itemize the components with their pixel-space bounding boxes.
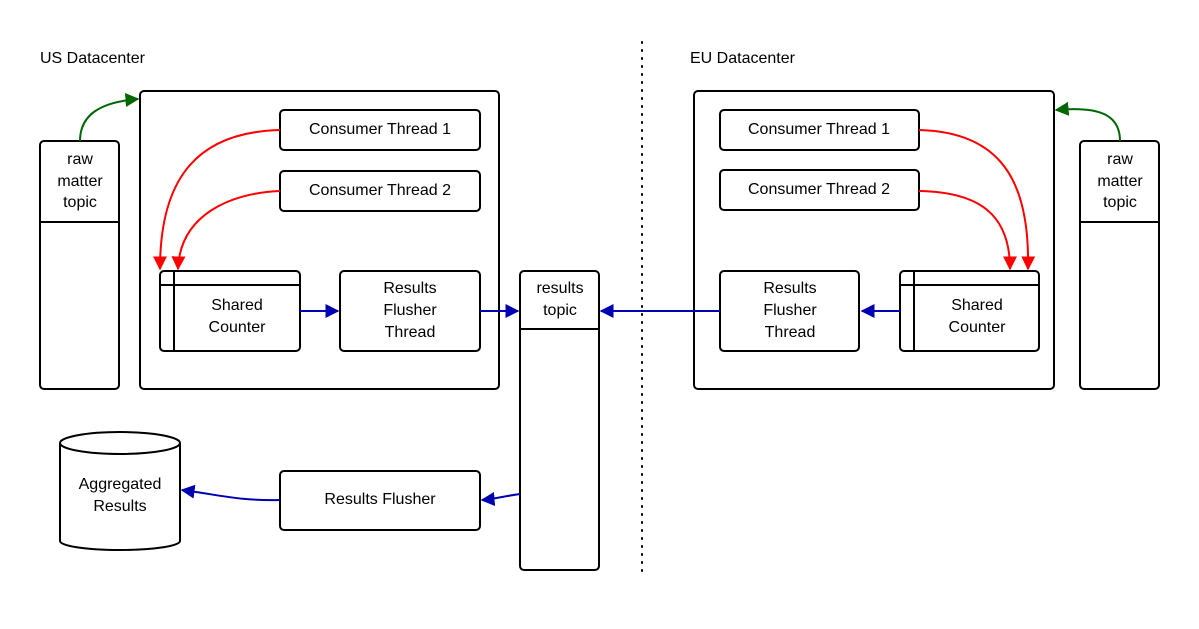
us-consumer-thread-2-label: Consumer Thread 2 [309,182,451,199]
eu-raw-matter-topic: raw matter topic [1079,140,1160,390]
eu-raw-topic-label-1: raw [1107,151,1133,168]
eu-ingest-arrow [1054,101,1121,142]
us-raw-topic-label-2: matter [57,173,103,190]
results-flusher: Results Flusher [279,470,481,531]
aggregated-results-label-1: Aggregated [79,476,162,493]
us-flusher-thread-label-1: Results [383,280,436,297]
aggregated-results-database: Aggregated Results [59,431,181,551]
eu-raw-topic-label-2: matter [1097,173,1143,190]
eu-consumer-thread-2-label: Consumer Thread 2 [748,181,890,198]
eu-shared-counter-label-1: Shared [951,297,1003,314]
us-consumer-1-arrow [153,129,281,271]
results-topic: results topic [519,270,600,571]
us-datacenter-title: US Datacenter [40,50,146,67]
eu-raw-topic-label-3: topic [1103,194,1137,211]
eu-shared-counter: Shared Counter [899,270,1040,352]
us-shared-counter-label-2: Counter [209,319,267,336]
eu-shared-counter-label-2: Counter [949,319,1007,336]
us-consumer-thread-1-label: Consumer Thread 1 [309,121,451,138]
us-consumer-2-arrow [171,190,281,271]
eu-consumer-thread-2: Consumer Thread 2 [719,169,920,211]
eu-consumer-thread-1-label: Consumer Thread 1 [748,121,890,138]
us-raw-topic-label-1: raw [67,151,93,168]
results-flusher-label: Results Flusher [324,491,436,508]
us-results-flusher-thread: Results Flusher Thread [339,270,481,352]
us-flusher-thread-label-3: Thread [385,324,436,341]
us-ingest-arrow [79,93,140,142]
us-flusher-thread-label-2: Flusher [383,302,437,319]
eu-consumer-2-arrow [918,190,1017,271]
results-topic-label-2: topic [543,302,577,319]
flusher-to-database-arrow [180,484,281,502]
us-consumer-thread-1: Consumer Thread 1 [279,109,481,151]
us-raw-matter-topic: raw matter topic [39,140,120,390]
aggregated-results-label-2: Results [93,498,146,515]
eu-flusher-thread-label-1: Results [763,280,816,297]
us-consumer-thread-2: Consumer Thread 2 [279,170,481,212]
topic-to-flusher-arrow [480,492,521,507]
eu-consumer-thread-1: Consumer Thread 1 [719,109,920,151]
us-shared-counter: Shared Counter [159,270,301,352]
eu-consumer-1-arrow [918,129,1036,271]
results-topic-label-1: results [536,280,583,297]
eu-flusher-thread-label-3: Thread [765,324,816,341]
us-raw-topic-label-3: topic [63,194,97,211]
eu-flusher-thread-label-2: Flusher [763,302,817,319]
eu-results-flusher-thread: Results Flusher Thread [719,270,860,352]
us-shared-counter-label-1: Shared [211,297,263,314]
eu-datacenter-title: EU Datacenter [690,50,796,67]
